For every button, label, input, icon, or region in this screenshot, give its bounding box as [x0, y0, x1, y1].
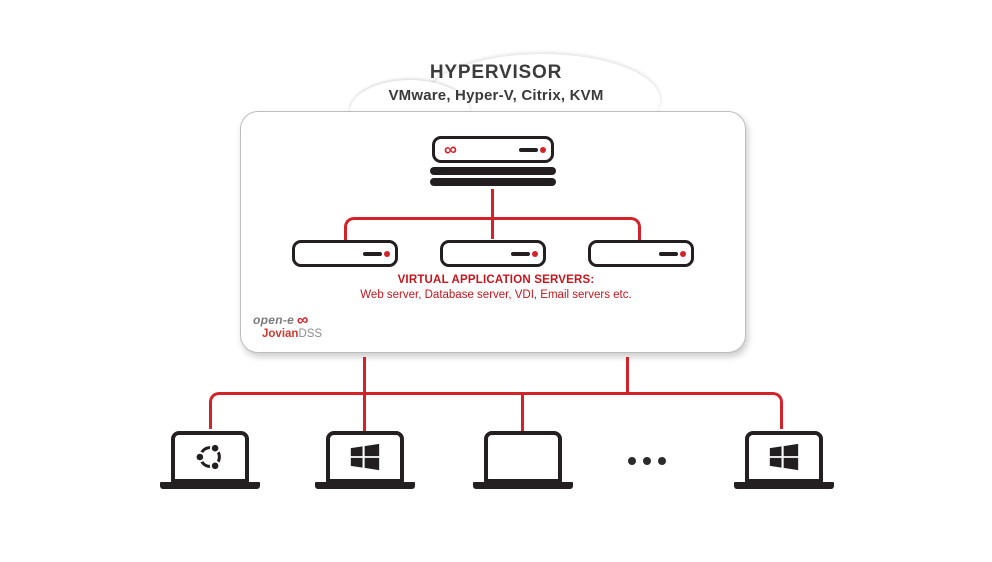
laptop-screen	[745, 431, 823, 483]
power-led-icon	[384, 250, 390, 257]
virtual-server-3	[588, 240, 694, 267]
client-laptop-windows-2	[734, 431, 834, 493]
ellipsis-dot	[628, 457, 636, 465]
drive-slot-dash	[511, 251, 530, 256]
laptop-screen	[484, 431, 562, 483]
infinity-icon: ∞	[295, 310, 310, 330]
dss-wordmark: DSS	[298, 328, 323, 340]
storage-bar	[430, 178, 556, 186]
connector-host-vertical	[491, 189, 494, 239]
laptop-base	[473, 482, 573, 489]
laptop-screen	[326, 431, 404, 483]
ellipsis-dot	[643, 457, 651, 465]
page-subtitle: VMware, Hyper-V, Citrix, KVM	[388, 87, 604, 104]
power-led-icon	[540, 146, 546, 153]
ubuntu-logo-icon	[194, 442, 221, 472]
ellipsis-dot	[658, 457, 666, 465]
servers-caption-detail: Web server, Database server, VDI, Email …	[360, 289, 632, 301]
page-title: HYPERVISOR	[429, 62, 563, 83]
connector-box-drop-right	[626, 357, 629, 395]
servers-caption-title: VIRTUAL APPLICATION SERVERS:	[397, 274, 595, 286]
laptop-screen	[171, 431, 249, 483]
drive-slot-dash	[659, 251, 678, 256]
jovian-wordmark: Jovian	[262, 328, 299, 340]
client-laptop-windows-1	[315, 431, 415, 493]
virtual-server-2	[440, 240, 546, 267]
open-e-joviandss-logo: open-e ∞ JovianDSS	[253, 310, 323, 341]
open-e-wordmark: open-e	[253, 313, 295, 327]
laptop-base	[734, 482, 834, 489]
drive-slot-dash	[363, 251, 382, 256]
host-server: ∞	[432, 136, 554, 163]
client-laptop-blank	[473, 431, 573, 493]
connector-servers-bracket	[344, 217, 641, 240]
more-clients-ellipsis	[628, 457, 666, 465]
windows-logo-icon	[769, 443, 799, 471]
laptop-base	[160, 482, 260, 489]
open-e-infinity-icon: ∞	[442, 138, 458, 160]
client-laptop-ubuntu	[160, 431, 260, 493]
connector-clients-bracket	[209, 392, 783, 429]
virtual-server-1	[292, 240, 398, 267]
storage-bar	[430, 167, 556, 175]
connector-client-drop	[521, 392, 524, 432]
drive-slot-dash	[519, 147, 538, 152]
power-led-icon	[680, 250, 686, 257]
power-led-icon	[532, 250, 538, 257]
windows-logo-icon	[350, 443, 380, 471]
laptop-base	[315, 482, 415, 489]
